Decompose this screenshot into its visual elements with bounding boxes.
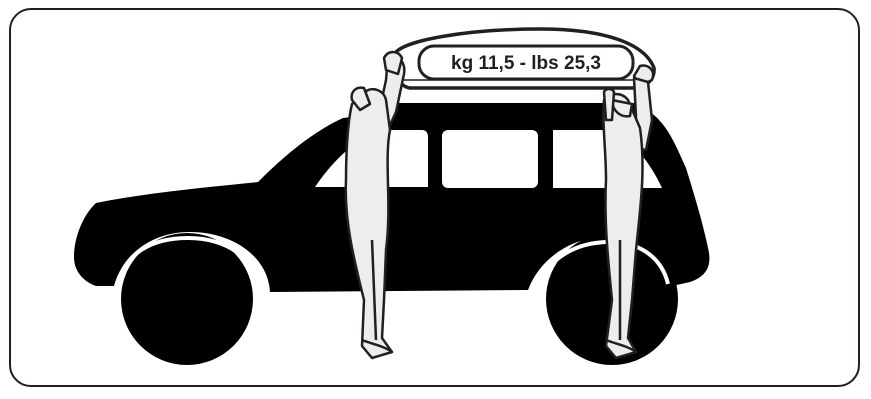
person-left-torso bbox=[346, 89, 392, 358]
weight-label-text: kg 11,5 - lbs 25,3 bbox=[451, 53, 601, 74]
middle-window bbox=[442, 130, 538, 188]
weight-label: kg 11,5 - lbs 25,3 bbox=[419, 46, 633, 79]
person-left-hand bbox=[384, 52, 402, 74]
person-right-back-arm bbox=[604, 89, 614, 120]
rear-wheel bbox=[121, 233, 253, 365]
